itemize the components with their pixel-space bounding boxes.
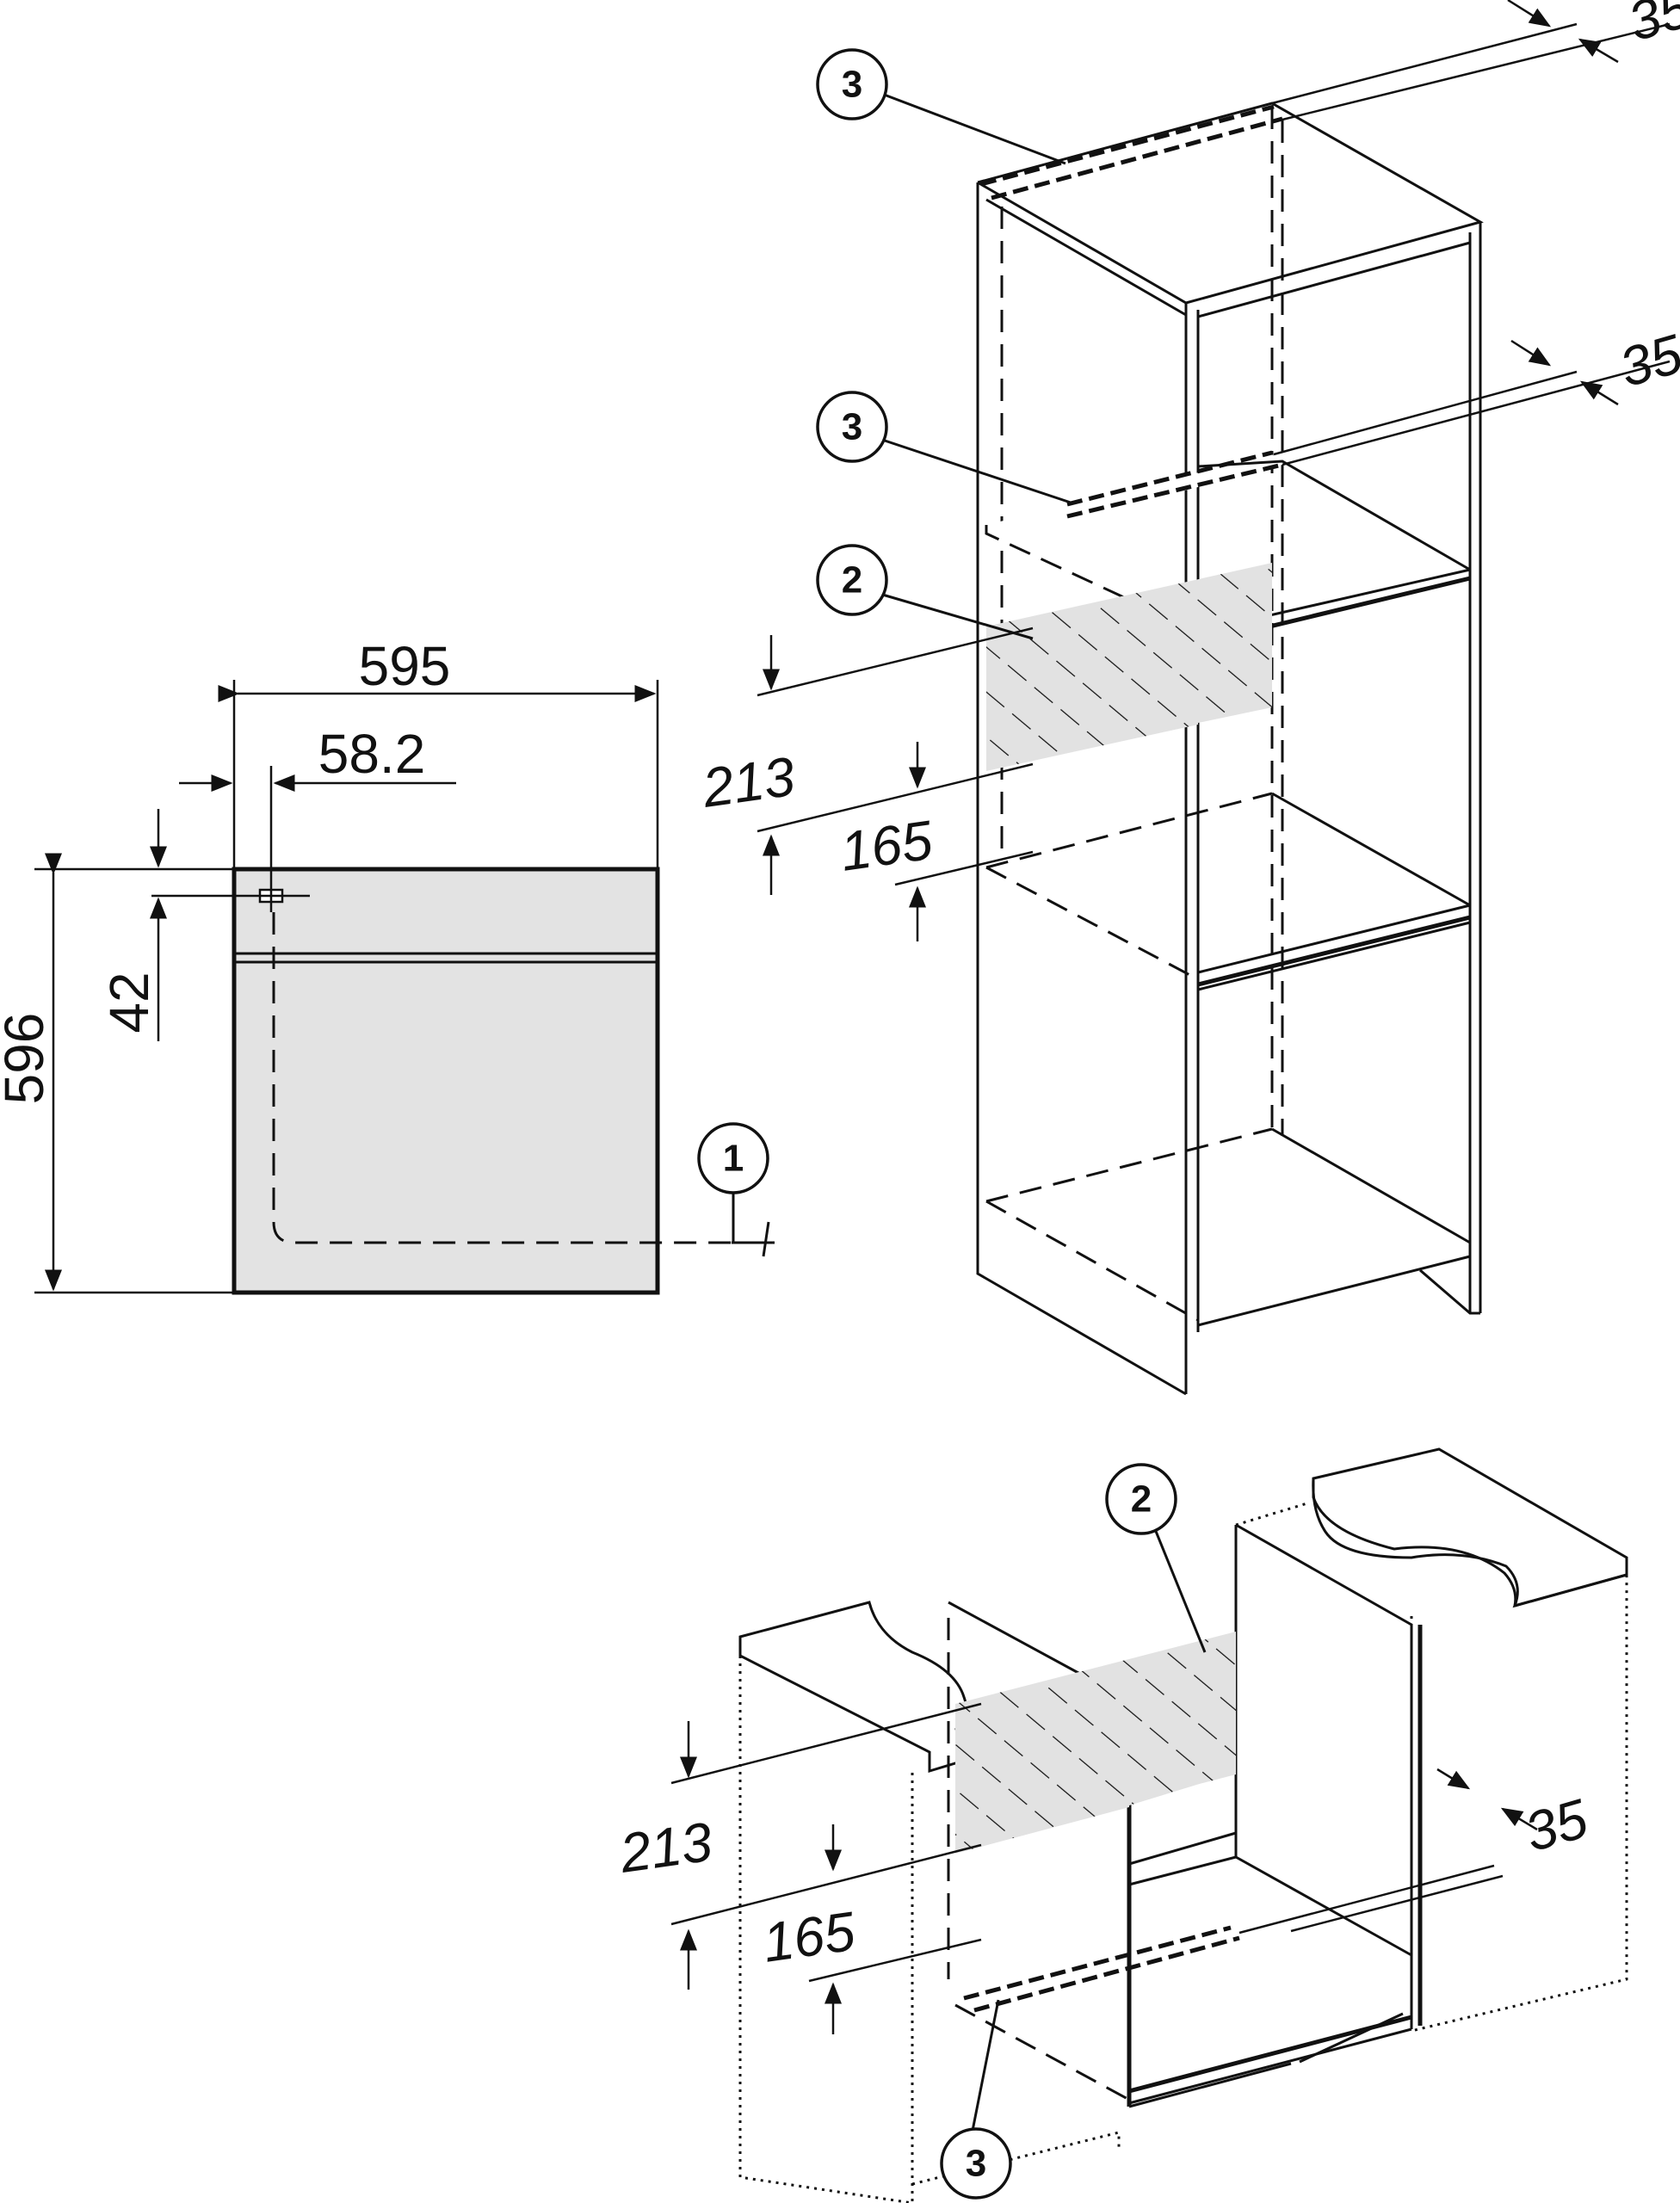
svg-text:1: 1 xyxy=(723,1138,744,1180)
callout-3-mid: 3 xyxy=(816,391,888,463)
callout-1: 1 xyxy=(697,1122,769,1194)
dim-opening-label: 213 xyxy=(698,745,799,819)
svg-text:2: 2 xyxy=(1131,1478,1152,1521)
dim-offset-x-label: 58.2 xyxy=(318,723,426,785)
appliance-front-panel xyxy=(232,867,660,1295)
svg-text:3: 3 xyxy=(966,2143,986,2185)
dim-base-shelf-label: 165 xyxy=(759,1900,859,1974)
dim-shelf-label: 165 xyxy=(837,809,936,883)
cable-route xyxy=(272,912,749,1244)
svg-text:3: 3 xyxy=(842,64,862,106)
svg-text:2: 2 xyxy=(842,559,862,602)
front-view: 595 58.2 596 42 1 xyxy=(0,635,775,1295)
dim-height-label: 596 xyxy=(0,1013,55,1105)
dim-base-opening-label: 213 xyxy=(615,1811,716,1885)
right-countertop xyxy=(1312,1447,1628,1608)
svg-text:3: 3 xyxy=(842,406,862,448)
callout-3-top: 3 xyxy=(816,48,888,120)
dim-offset-y-label: 42 xyxy=(98,972,160,1033)
callout-3-base: 3 xyxy=(940,2127,1012,2200)
callout-2-base: 2 xyxy=(1105,1463,1177,1535)
dim-base-vent-label: 35 xyxy=(1518,1787,1595,1864)
callout-2-tall: 2 xyxy=(816,544,888,616)
base-cabinet: 35 213 165 2 3 xyxy=(615,1447,1628,2203)
dim-width-label: 595 xyxy=(359,635,451,697)
tall-cabinet: 35 35 213 165 3 3 2 xyxy=(698,0,1680,1396)
dim-vent-top-label: 35 xyxy=(1621,0,1680,52)
dim-vent-mid-label: 35 xyxy=(1613,323,1680,399)
